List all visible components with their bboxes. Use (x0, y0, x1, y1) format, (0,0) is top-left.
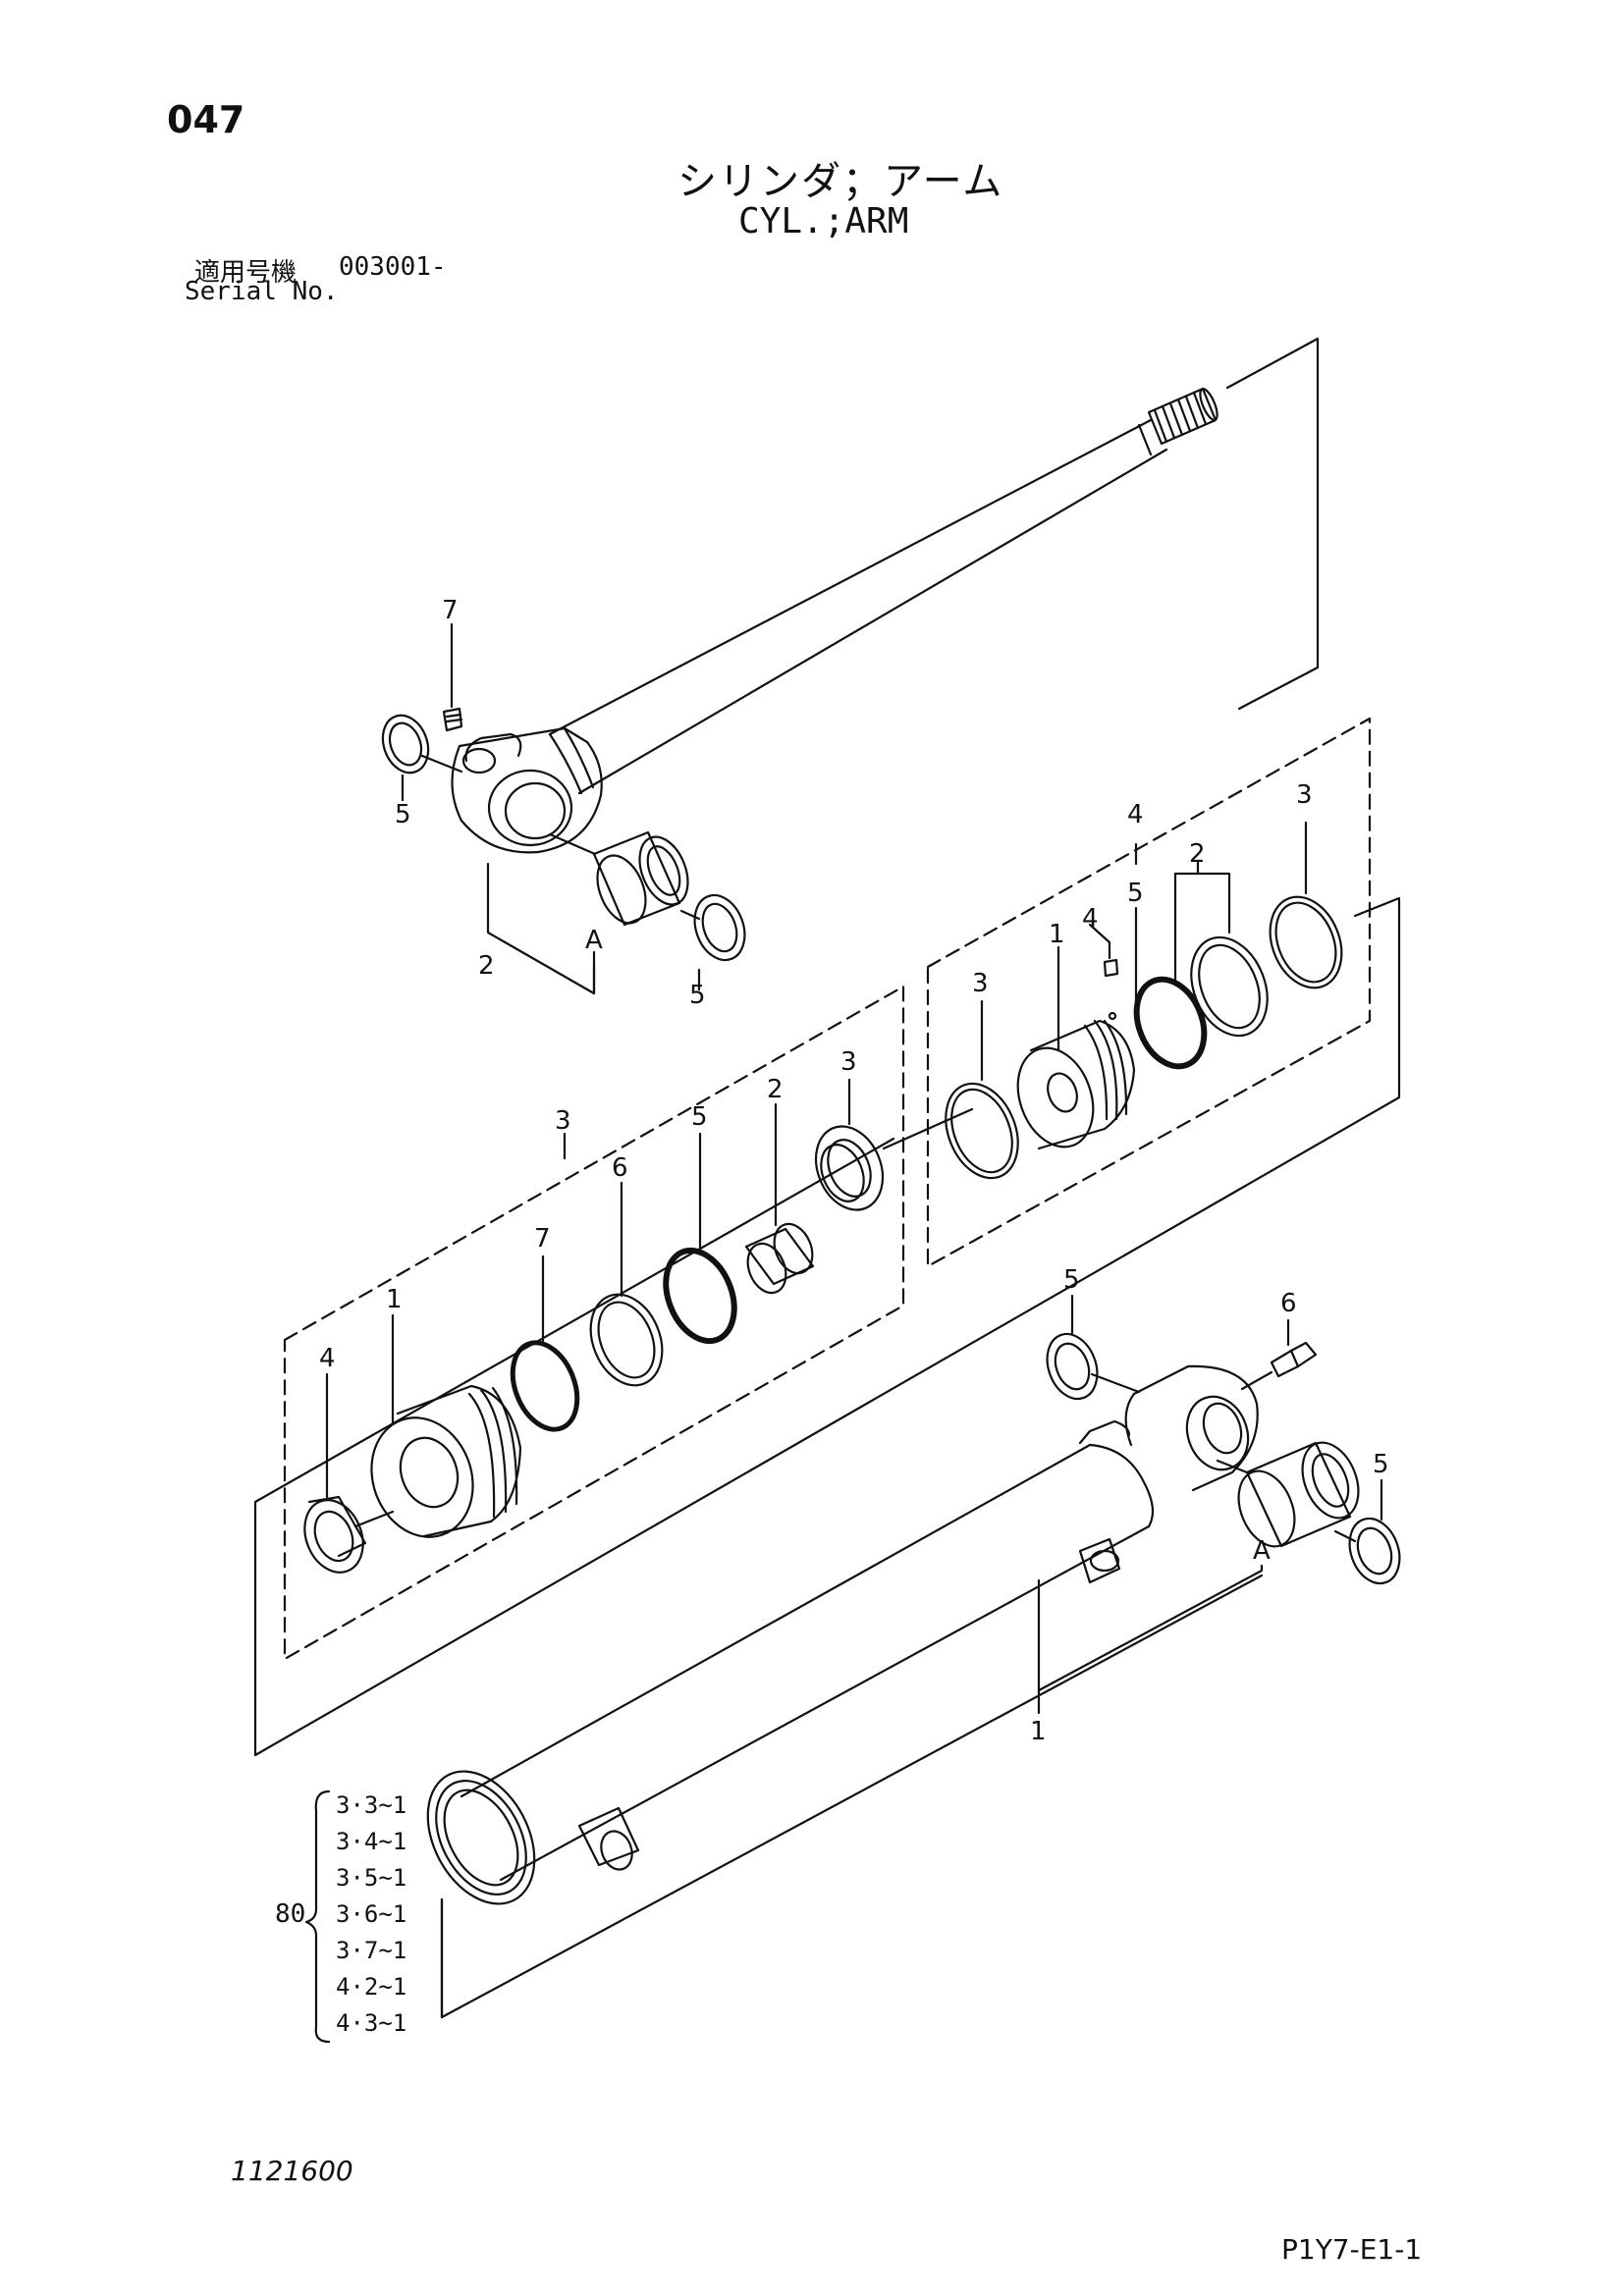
callout-rod-seal-right: 5 (689, 981, 706, 1010)
callout-head-bushing: 2 (767, 1075, 784, 1104)
head-wiper-icon (303, 1372, 395, 1574)
kit-item: 3·5~1 (336, 1864, 407, 1892)
rod-bushing-icon (548, 830, 689, 927)
head-oring-icon (663, 1132, 737, 1345)
callout-head-group: 3 (555, 1106, 571, 1136)
callout-rod-grease-nipple: 7 (442, 596, 459, 625)
callout-rod-bushing-group: 2 (478, 951, 495, 981)
rod-grease-nipple-icon (442, 622, 463, 732)
callout-tube-seal-left: 5 (1063, 1265, 1080, 1295)
piston-rod (451, 387, 1218, 854)
callout-piston-seal-pair: 2 (1189, 839, 1206, 869)
head-oring-small-icon (510, 1255, 580, 1432)
kit-item: 3·4~1 (336, 1828, 407, 1855)
serial-label-japanese: 適用号機 (194, 258, 298, 288)
callout-head-body: 1 (386, 1285, 403, 1314)
page-number: 047 (167, 98, 245, 141)
kit-item: 3·7~1 (336, 1937, 407, 1964)
kit-item: 4·2~1 (336, 1973, 407, 2001)
kit-item: 4·3~1 (336, 2009, 407, 2037)
callout-rod-bushing-ref: A (585, 926, 603, 955)
callout-tube-grease-fitting: 6 (1280, 1289, 1297, 1318)
head-group-box (283, 985, 905, 1661)
rod-seal-left-icon (381, 714, 463, 802)
head-ring-icon (814, 1078, 974, 1211)
callout-tube-bushing-ref: A (1253, 1536, 1271, 1566)
callout-tube-seal-right: 5 (1373, 1450, 1389, 1479)
piston-body-icon (1016, 945, 1136, 1150)
callout-head-backup: 6 (612, 1153, 628, 1183)
kit-item: 3·3~1 (336, 1791, 407, 1819)
piston-seal-pair-icon (1133, 860, 1269, 1070)
drawing-number: 1121600 (231, 2155, 353, 2187)
callout-head-ring: 3 (840, 1047, 857, 1077)
head-backup-icon (589, 1181, 664, 1387)
rod-seal-right-icon (679, 893, 746, 991)
callout-head-wiper: 4 (319, 1344, 336, 1373)
page-title-japanese: シリンダ；アーム (677, 159, 1004, 204)
piston-backup-icon (1108, 906, 1138, 1021)
callout-piston-setscrew: 4 (1082, 904, 1099, 934)
callout-head-oring: 5 (691, 1102, 708, 1132)
tube-seal-right-icon (1333, 1478, 1401, 1585)
kit-item: 3·6~1 (336, 1900, 407, 1928)
callout-tube-body: 1 (1030, 1717, 1047, 1746)
tube-seal-left-icon (1046, 1294, 1141, 1401)
cylinder-tube (426, 1364, 1259, 1905)
piston-group-box (926, 717, 1372, 1268)
callout-piston-body: 1 (1049, 920, 1065, 949)
callout-piston-ring-left: 3 (972, 969, 989, 998)
callout-piston-group: 4 (1127, 800, 1144, 829)
callout-piston-backup: 5 (1127, 879, 1144, 908)
serial-label-english: Serial No. (185, 277, 339, 306)
tube-grease-fitting-icon (1240, 1318, 1318, 1391)
head-body-icon (370, 1313, 522, 1538)
head-bushing-icon (744, 1102, 815, 1295)
serial-number-value: 003001- (339, 252, 447, 282)
callout-rod-seal-left: 5 (395, 800, 411, 829)
piston-ring-left-icon (945, 999, 1019, 1180)
page-title-english: CYL.;ARM (738, 201, 909, 241)
callout-head-oring-small: 7 (534, 1224, 551, 1254)
piston-ring-right-icon (1269, 821, 1343, 989)
piston-setscrew-icon (1088, 923, 1119, 978)
callout-piston-ring-right: 3 (1296, 780, 1313, 810)
tube-bushing-icon (1216, 1441, 1360, 1548)
kit-quantity: 80 (275, 1899, 306, 1929)
sheet-code: P1Y7-E1-1 (1281, 2233, 1423, 2266)
